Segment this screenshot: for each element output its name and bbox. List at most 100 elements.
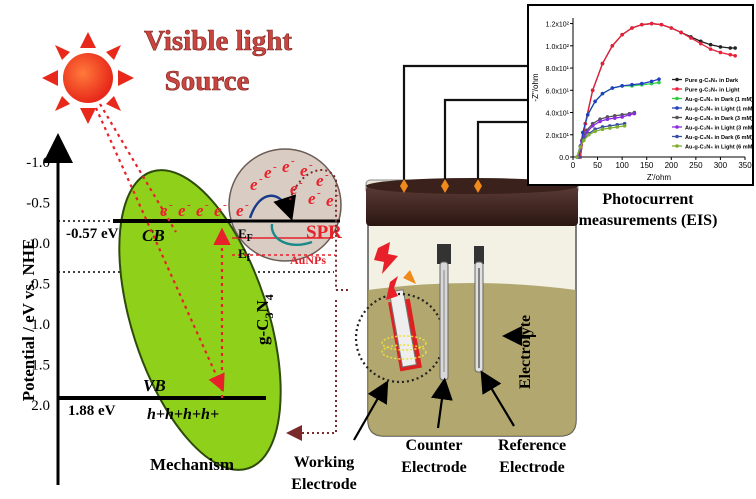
- eis-x-tick-label: 350: [738, 161, 752, 170]
- aunp-spr-circle: e-e-e-e-e-e-e-e-e- EF Ef SPR AuNPs: [228, 148, 342, 267]
- electron-symbol: e: [214, 201, 222, 220]
- eis-legend-marker: [675, 144, 679, 148]
- eis-data-point: [640, 81, 644, 86]
- eis-x-tick-label: 0: [571, 161, 576, 170]
- link-arrow-left: [290, 289, 350, 433]
- spr-electron-charge: -: [335, 189, 339, 201]
- eis-y-tick-label: 0.0: [559, 155, 569, 162]
- counter-pointer: [431, 377, 453, 429]
- eis-legend-marker: [675, 115, 679, 120]
- eis-legend-marker: [675, 125, 679, 129]
- spr-label: SPR: [306, 222, 342, 243]
- eis-x-label: Z'/ohm: [647, 173, 672, 182]
- eis-data-point: [718, 45, 723, 49]
- ef-lower: Ef: [238, 246, 251, 264]
- light-arrow-to-vb: [94, 107, 225, 393]
- eis-data-point: [708, 47, 713, 51]
- ef-upper: EF: [238, 226, 253, 244]
- potential-tick-label: -1.0: [26, 155, 50, 171]
- eis-legend-label: Au-g-C₃N₄ in Dark (3 mM): [685, 116, 753, 122]
- gcn-particle: [118, 169, 282, 471]
- vb-label: VB: [143, 376, 166, 395]
- electron-symbol: e: [196, 201, 204, 220]
- counter-electrode: [437, 244, 451, 381]
- electron-charge: -: [187, 199, 191, 211]
- potential-axis: Potential / eV vs. NHE -1.0-0.50.00.51.0…: [19, 133, 73, 485]
- spr-electron-charge: -: [317, 187, 321, 199]
- cell-lid: [366, 186, 578, 226]
- eis-data-point: [649, 21, 654, 26]
- eis-y-tick-label: 4.0x10¹: [546, 111, 570, 118]
- spr-electron: e: [250, 175, 258, 194]
- eis-data-point: [605, 117, 610, 121]
- eis-data-point: [649, 79, 654, 84]
- eis-chart: 1.2x10²1.0x10²8.0x10¹6.0x10¹4.0x10¹2.0x1…: [527, 4, 754, 186]
- electron-charge: -: [223, 199, 227, 211]
- eis-data-point: [708, 42, 713, 47]
- eis-x-tick-label: 300: [714, 161, 728, 170]
- eis-x-tick-label: 200: [665, 161, 679, 170]
- eis-data-point: [632, 111, 637, 116]
- eis-data-point: [575, 155, 579, 159]
- eis-y-tick-label: 6.0x10¹: [546, 88, 570, 95]
- eis-data-point: [612, 116, 617, 120]
- eis-data-point: [593, 129, 597, 134]
- eis-legend-label: Au-g-C₃N₄ in Dark (1 mM): [685, 97, 753, 103]
- eis-data-point: [585, 112, 590, 117]
- eis-x-tick-label: 50: [593, 161, 602, 170]
- electron-symbol: e: [160, 201, 168, 220]
- eis-data-point: [600, 91, 605, 96]
- holes-label: h+h+h+h+: [147, 406, 219, 423]
- electron-charge: -: [205, 199, 209, 211]
- eis-data-point: [590, 124, 595, 128]
- electron-charge: -: [169, 199, 173, 211]
- eis-y-tick-label: 1.2x10²: [546, 22, 570, 29]
- eis-legend-label: Au-g-C₃N₄ in Light (1 mM): [685, 107, 754, 113]
- aunps-label: AuNPs: [290, 253, 326, 267]
- reference-pointer: [480, 370, 515, 427]
- cb-energy: -0.57 eV: [66, 226, 119, 242]
- spr-electron: e: [308, 189, 316, 208]
- flash-icon: [374, 242, 398, 300]
- eis-legend-label: Au-g-C₃N₄ in Dark (6 mM): [685, 135, 753, 141]
- eis-series-line: [577, 112, 635, 158]
- eis-data-point: [581, 130, 585, 135]
- electrochemical-cell: [365, 178, 579, 437]
- eis-legend-label: Pure g-C₃N₄ in Dark: [685, 78, 739, 84]
- spr-electron-charge: -: [259, 173, 263, 185]
- spr-electron: e: [300, 161, 308, 180]
- eis-legend-label: Au-g-C₃N₄ in Light (3 mM): [685, 126, 754, 132]
- eis-data-point: [698, 41, 703, 46]
- eis-y-tick-label: 1.0x10²: [546, 44, 570, 51]
- spr-electron: e: [264, 163, 272, 182]
- eis-data-point: [608, 126, 612, 130]
- spr-electron-charge: -: [245, 199, 249, 211]
- eis-data-point: [627, 112, 632, 117]
- eis-data-point: [578, 145, 583, 149]
- material-label: g-C3N4: [253, 294, 276, 345]
- eis-data-point: [669, 26, 674, 30]
- eis-data-point: [689, 36, 693, 40]
- eis-data-point: [630, 82, 634, 87]
- spr-electron: e: [326, 191, 334, 210]
- working-electrode: [381, 270, 427, 372]
- eis-legend-marker: [675, 96, 679, 101]
- spr-electron-charge: -: [291, 155, 295, 167]
- eis-legend-marker: [675, 87, 679, 91]
- eis-data-point: [620, 115, 624, 119]
- working-pointer: [353, 380, 389, 441]
- electron-symbol: e: [178, 201, 186, 220]
- eis-data-point: [598, 119, 602, 124]
- source-title-line2: Source: [165, 65, 250, 97]
- eis-legend-marker: [675, 106, 679, 110]
- eis-legend-label: Au-g-C₃N₄ in Light (6 mM): [685, 145, 754, 151]
- eis-data-point: [657, 77, 661, 81]
- vb-energy: 1.88 eV: [68, 403, 116, 419]
- source-title-line1: Visible light: [144, 25, 292, 57]
- eis-legend-marker: [675, 134, 679, 139]
- potential-tick-label: 0.5: [31, 277, 50, 293]
